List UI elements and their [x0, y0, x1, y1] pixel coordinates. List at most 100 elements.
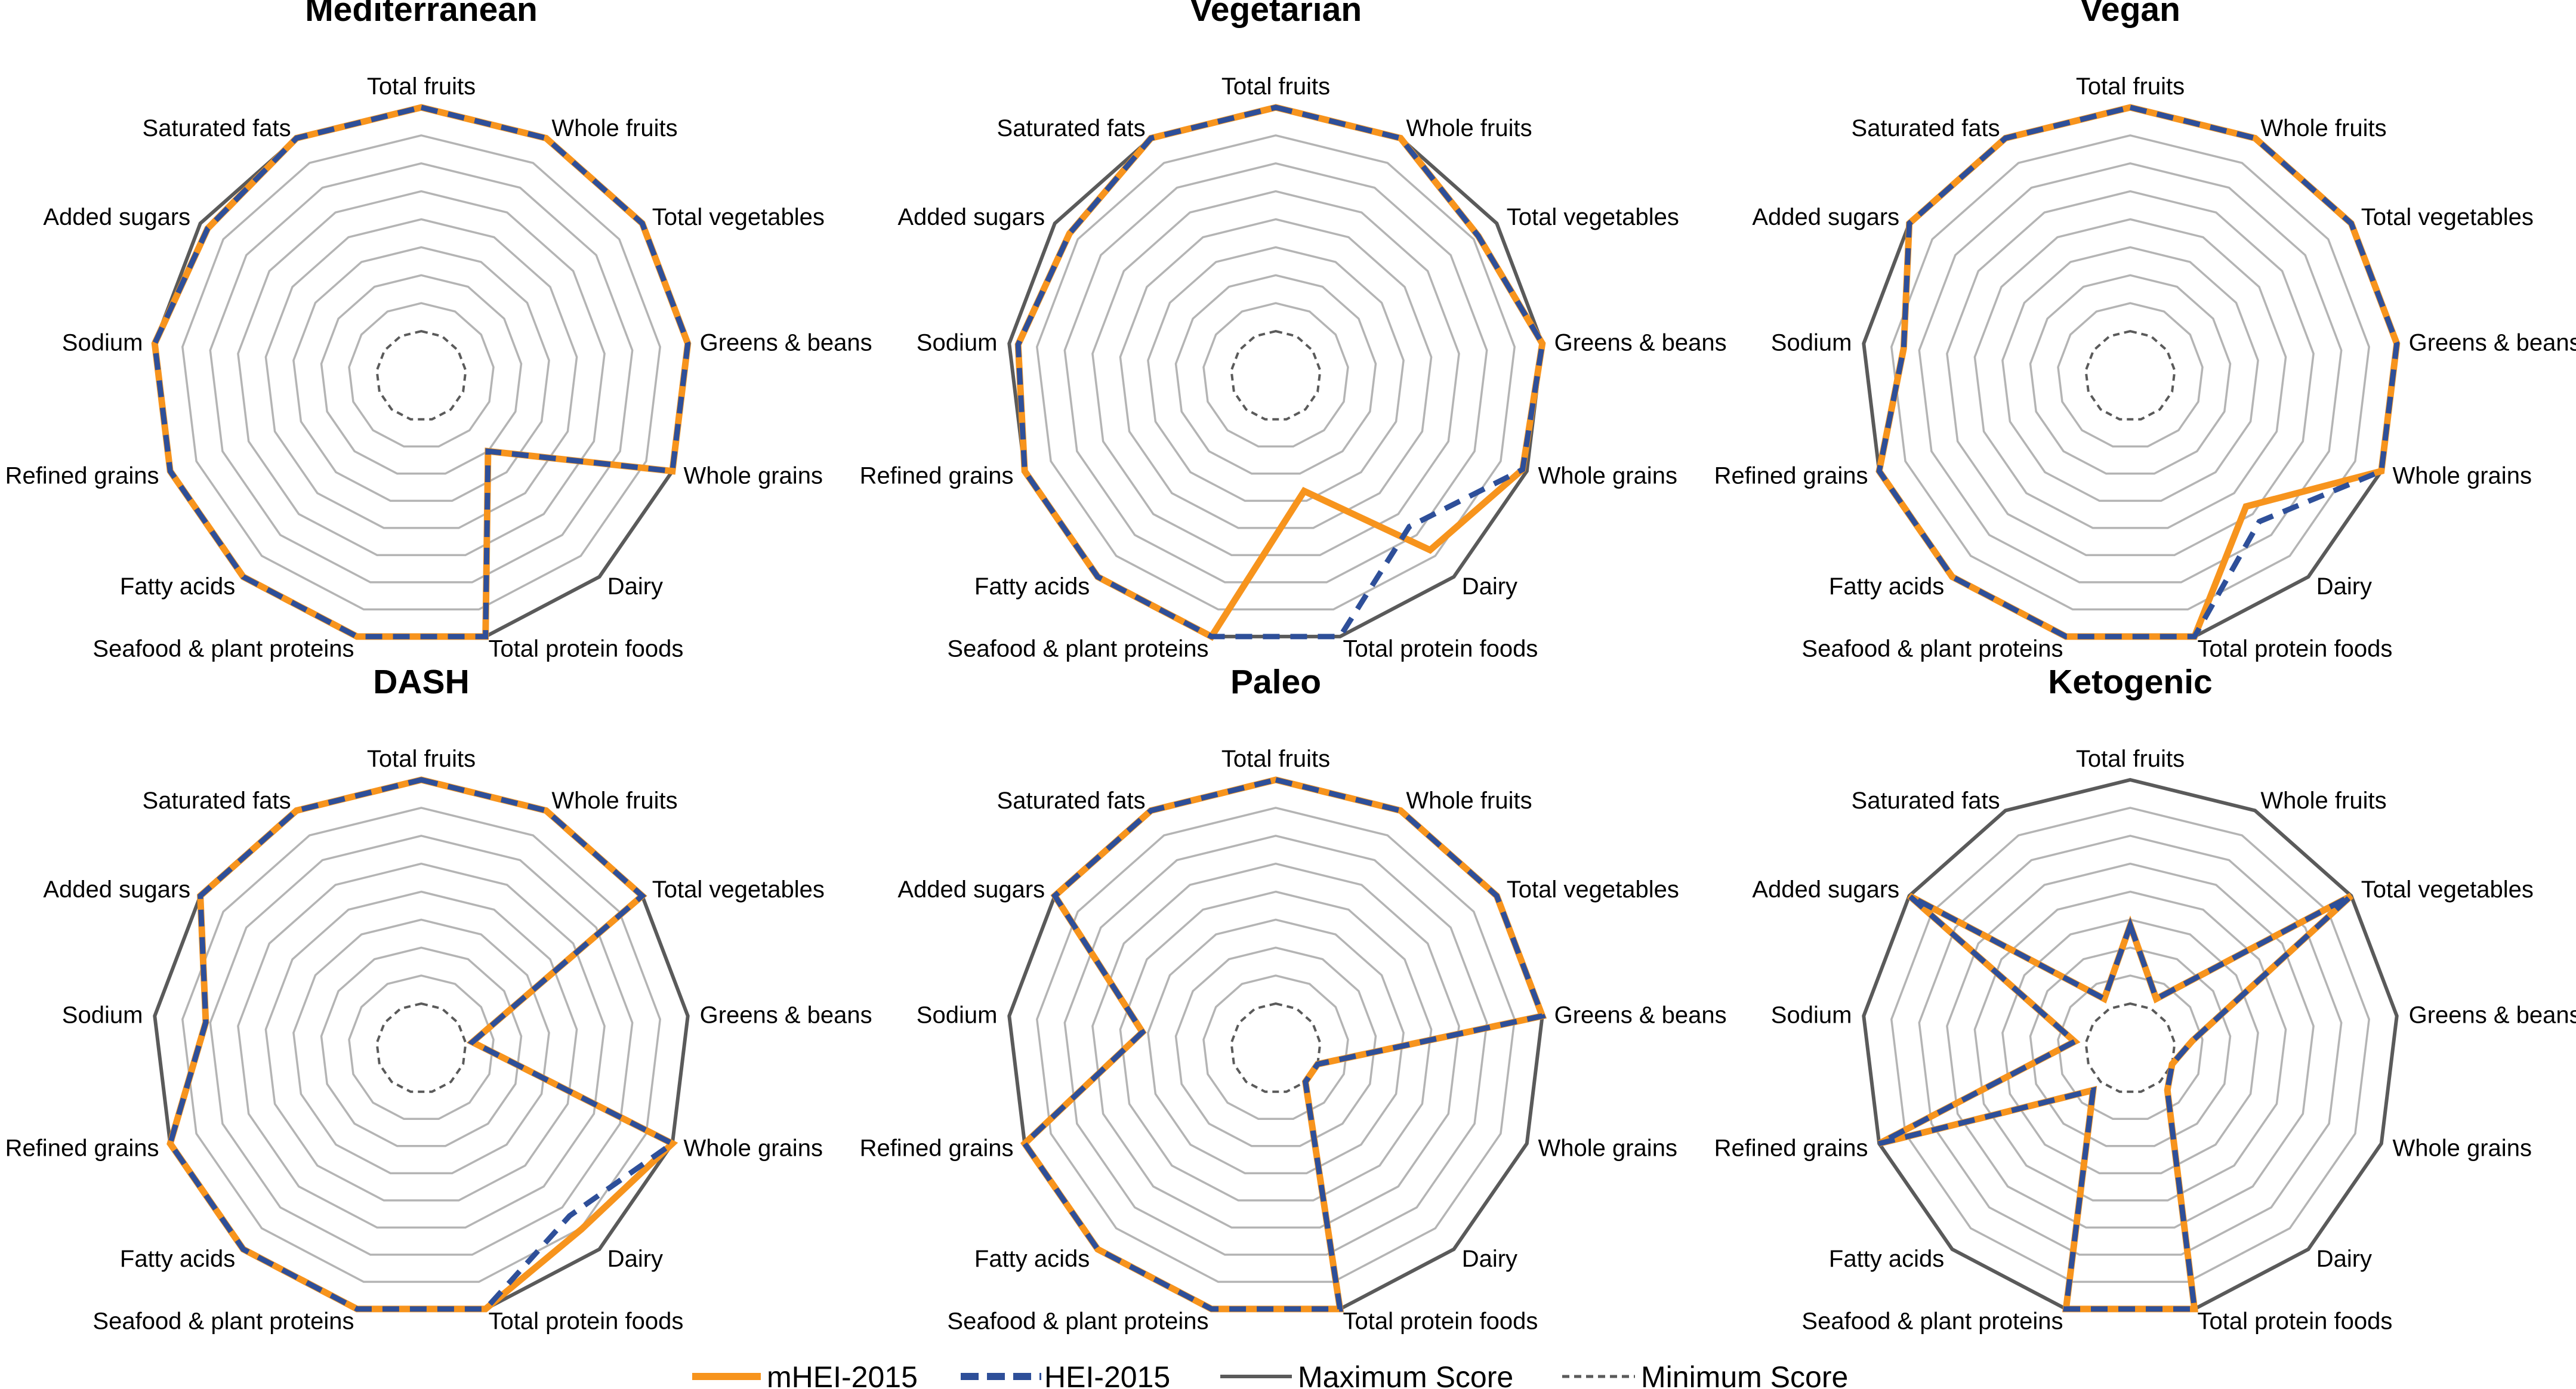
axis-label-saturated-fats: Saturated fats [143, 788, 291, 814]
axis-label-total-protein-foods: Total protein foods [489, 635, 684, 662]
axis-label-dairy: Dairy [2316, 1246, 2372, 1272]
radar-grid [181, 807, 661, 1283]
axis-label-total-vegetables: Total vegetables [2361, 876, 2534, 903]
grid-ring [2029, 946, 2232, 1147]
axis-label-added-sugars: Added sugars [897, 204, 1045, 230]
chart-title: Vegan [2080, 0, 2180, 29]
series-hei-2015 [1878, 893, 2353, 1312]
axis-label-total-vegetables: Total vegetables [1507, 204, 1679, 230]
axis-label-saturated-fats: Saturated fats [143, 115, 291, 141]
grid-ring [1174, 274, 1377, 475]
axis-label-whole-grains: Whole grains [2393, 463, 2532, 489]
axis-label-greens-and-beans: Greens & beans [700, 1002, 872, 1028]
series-mhei-2015 [1020, 776, 1547, 1313]
grid-ring [1890, 134, 2370, 611]
series-maximum-score [1007, 777, 1544, 1311]
grid-ring [1973, 890, 2287, 1202]
series-hei-2015 [1015, 104, 1545, 640]
series-hei-2015 [1876, 104, 2400, 640]
grid-ring [1063, 162, 1488, 584]
axis-label-refined-grains: Refined grains [5, 1135, 159, 1162]
grid-ring [209, 162, 634, 584]
axis-label-dairy: Dairy [607, 1246, 663, 1272]
series-minimum-score [1230, 329, 1322, 421]
axis-label-whole-grains: Whole grains [1538, 1135, 1677, 1162]
axis-label-total-protein-foods: Total protein foods [2198, 1308, 2393, 1334]
axis-label-fatty-acids: Fatty acids [974, 573, 1090, 600]
grid-ring [348, 974, 495, 1121]
axis-label-refined-grains: Refined grains [1714, 463, 1868, 489]
series-minimum-score [375, 329, 467, 421]
axis-label-refined-grains: Refined grains [860, 1135, 1014, 1162]
grid-ring [320, 274, 523, 475]
radar-grid [1890, 134, 2370, 611]
axis-label-greens-and-beans: Greens & beans [700, 329, 872, 356]
axis-label-seafood-and-plant-proteins: Seafood & plant proteins [92, 1308, 354, 1334]
axis-label-refined-grains: Refined grains [1714, 1135, 1868, 1162]
axis-label-refined-grains: Refined grains [5, 463, 159, 489]
axis-label-whole-grains: Whole grains [2393, 1135, 2532, 1162]
axis-label-total-protein-foods: Total protein foods [1343, 635, 1538, 662]
chart-title: Vegetarian [1190, 0, 1362, 29]
axis-label-total-protein-foods: Total protein foods [1343, 1308, 1538, 1334]
series-minimum-score [2084, 1002, 2176, 1093]
axis-label-dairy: Dairy [607, 573, 663, 600]
axis-label-total-vegetables: Total vegetables [652, 204, 825, 230]
series-minimum-score [375, 1002, 467, 1093]
grid-ring [209, 834, 634, 1256]
axis-label-total-protein-foods: Total protein foods [489, 1308, 684, 1334]
axis-label-saturated-fats: Saturated fats [1852, 115, 2000, 141]
axis-label-saturated-fats: Saturated fats [997, 788, 1146, 814]
series-maximum-score [153, 105, 690, 638]
axis-label-total-fruits: Total fruits [367, 746, 476, 772]
grid-ring [1973, 218, 2287, 529]
axis-label-total-fruits: Total fruits [2076, 746, 2185, 772]
axis-label-fatty-acids: Fatty acids [120, 573, 235, 600]
axis-label-fatty-acids: Fatty acids [974, 1246, 1090, 1272]
grid-ring [2029, 274, 2232, 475]
legend-label-min: Minimum Score [1641, 1360, 1848, 1389]
axis-label-dairy: Dairy [2316, 573, 2372, 600]
series-mhei-2015 [151, 104, 692, 640]
chart-title: DASH [373, 663, 470, 701]
grid-ring [2057, 974, 2204, 1121]
grid-ring [1918, 834, 2343, 1256]
axis-label-total-fruits: Total fruits [1221, 73, 1330, 100]
chart-title: Paleo [1230, 663, 1321, 701]
grid-ring [2001, 918, 2259, 1175]
axis-label-sodium: Sodium [62, 1002, 143, 1028]
axis-label-whole-fruits: Whole fruits [551, 115, 677, 141]
legend-label-mhei: mHEI-2015 [767, 1360, 918, 1389]
grid-ring [1946, 190, 2315, 557]
grid-ring [1202, 302, 1349, 448]
axis-label-added-sugars: Added sugars [1752, 204, 1899, 230]
axis-label-whole-fruits: Whole fruits [1406, 115, 1532, 141]
grid-ring [1036, 807, 1516, 1283]
series-maximum-score [1862, 777, 2399, 1311]
legend-label-max: Maximum Score [1298, 1360, 1513, 1389]
grid-ring [237, 190, 606, 557]
axis-label-whole-grains: Whole grains [1538, 463, 1677, 489]
series-maximum-score [153, 777, 690, 1311]
axis-label-saturated-fats: Saturated fats [1852, 788, 2000, 814]
axis-label-greens-and-beans: Greens & beans [2409, 1002, 2576, 1028]
axis-label-greens-and-beans: Greens & beans [1554, 329, 1727, 356]
grid-ring [1119, 218, 1433, 529]
grid-ring [181, 807, 661, 1283]
grid-ring [181, 134, 661, 611]
axis-label-fatty-acids: Fatty acids [1829, 1246, 1944, 1272]
radar-grid [1036, 807, 1516, 1283]
radar-grid [1890, 807, 2370, 1283]
chart-title: Mediterranean [305, 0, 538, 29]
axis-label-sodium: Sodium [1771, 329, 1852, 356]
radar-grid [181, 134, 661, 611]
axis-label-seafood-and-plant-proteins: Seafood & plant proteins [947, 635, 1208, 662]
grid-ring [320, 946, 523, 1147]
axis-label-total-vegetables: Total vegetables [2361, 204, 2534, 230]
